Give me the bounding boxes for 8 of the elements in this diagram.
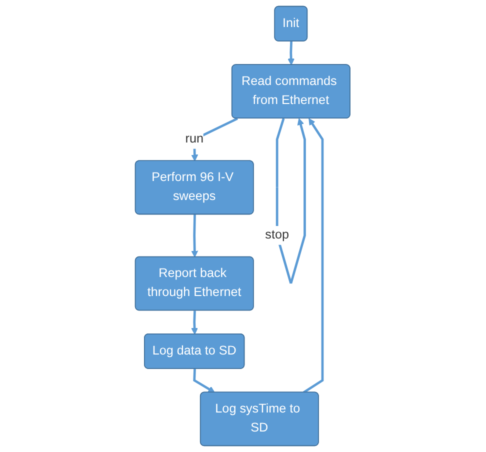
arrow [288, 41, 295, 66]
arrow [303, 118, 324, 394]
arrow [192, 214, 198, 258]
edge-label: run [186, 132, 204, 146]
arrow [276, 118, 306, 284]
arrow [191, 310, 198, 335]
arrow [194, 368, 216, 393]
edge-label: stop [266, 228, 290, 242]
